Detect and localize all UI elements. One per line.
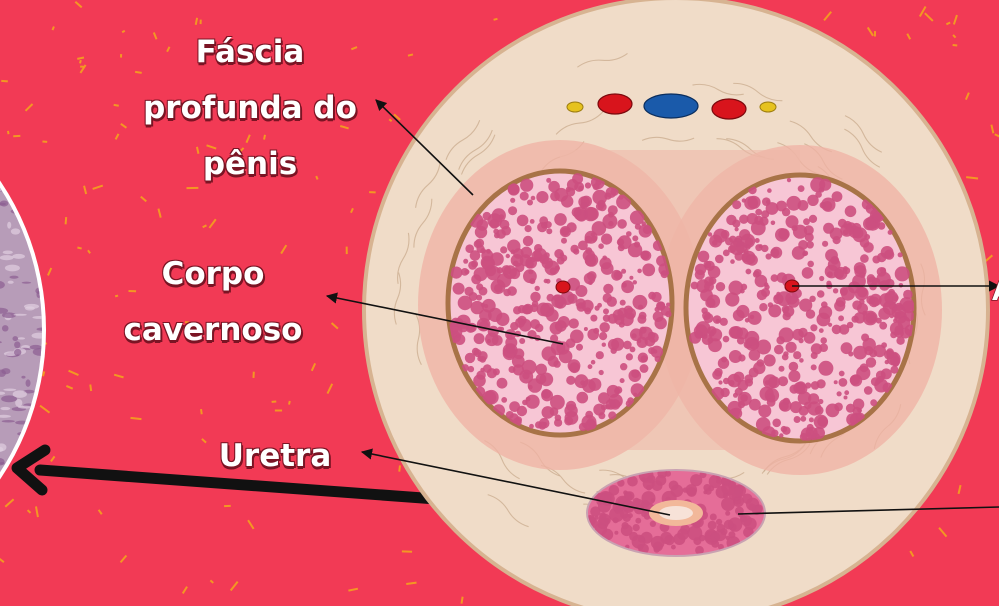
label-line: Corpo xyxy=(161,256,265,292)
label-corpo-cavernoso: Corpo cavernoso xyxy=(100,246,326,358)
label-line: Uretra xyxy=(218,438,332,474)
label-uretra: Uretra xyxy=(205,428,345,484)
label-line: pênis xyxy=(202,146,298,182)
artery-right xyxy=(711,98,747,120)
corpus-cavernosum-left xyxy=(445,168,675,438)
right-cut-label: A xyxy=(992,277,999,307)
corpus-cavernosum-right xyxy=(683,172,917,444)
label-line: profunda do xyxy=(143,90,357,126)
pointer-lines xyxy=(325,99,999,516)
dorsal-vein xyxy=(643,93,699,119)
histology-micrograph xyxy=(0,68,46,592)
corpus-spongiosum xyxy=(586,469,766,557)
artery-left xyxy=(597,93,633,115)
big-arrow xyxy=(11,444,456,506)
nerve-left xyxy=(566,101,584,113)
label-line: Fáscia xyxy=(195,34,305,70)
dorsal-vessels xyxy=(566,93,777,120)
nerve-right xyxy=(759,101,777,113)
label-line: cavernoso xyxy=(123,312,303,348)
label-fascia-profunda: Fáscia profunda do pênis xyxy=(130,24,370,192)
